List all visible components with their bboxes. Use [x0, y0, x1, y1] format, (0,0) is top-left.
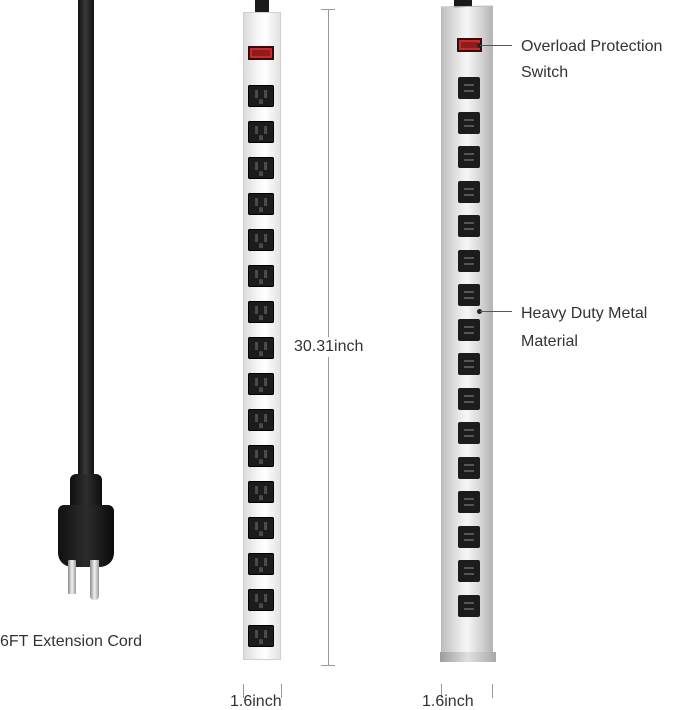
height-dim-tick-bottom	[321, 665, 335, 666]
outlet-front	[248, 373, 274, 395]
width-side-tick-left	[441, 684, 442, 698]
strip-side-cord-entry	[454, 0, 472, 10]
width-dimension-front-label: 1.6inch	[230, 693, 282, 710]
outlet-front	[248, 517, 274, 539]
outlet-front	[248, 337, 274, 359]
outlet-side	[458, 146, 480, 168]
plug-head	[58, 505, 114, 567]
outlet-side	[458, 249, 480, 272]
switch-callout-line2: Switch	[521, 64, 569, 81]
width-front-tick-right	[281, 684, 282, 698]
outlet-front	[248, 229, 274, 251]
plug-ground-prong	[90, 560, 99, 600]
power-strip-front	[243, 12, 281, 660]
switch-callout-dot	[477, 43, 482, 48]
height-dimension-label: 30.31inch	[294, 337, 364, 357]
outlet-side	[458, 594, 480, 617]
outlet-front	[248, 121, 274, 143]
outlet-side	[458, 77, 480, 99]
outlet-front	[248, 157, 274, 179]
outlet-side	[458, 215, 480, 237]
outlet-side	[458, 387, 480, 410]
outlet-side	[458, 456, 480, 479]
outlet-front	[248, 193, 274, 215]
outlet-front	[248, 301, 274, 323]
outlet-side	[458, 353, 480, 375]
material-callout-leader	[480, 311, 512, 312]
switch-callout-leader	[480, 45, 512, 46]
outlet-side	[458, 491, 480, 513]
outlet-front	[248, 481, 274, 503]
outlet-side	[458, 422, 480, 444]
outlet-side	[458, 525, 480, 548]
switch-callout-line1: Overload Protection	[521, 38, 663, 55]
outlet-front	[248, 85, 274, 107]
outlet-side	[458, 318, 480, 341]
outlet-front	[248, 553, 274, 575]
plug-prong-left	[68, 560, 76, 594]
outlet-side	[458, 284, 480, 306]
outlet-side	[458, 111, 480, 134]
mounting-bracket	[440, 652, 496, 662]
overload-switch-front	[248, 46, 274, 60]
outlet-side	[458, 180, 480, 203]
outlet-front	[248, 625, 274, 647]
material-callout-line2: Material	[521, 333, 578, 350]
power-cord	[78, 0, 94, 480]
outlet-front	[248, 265, 274, 287]
material-callout-dot	[477, 309, 482, 314]
width-side-tick-right	[492, 684, 493, 698]
width-front-tick-left	[243, 684, 244, 698]
outlet-front	[248, 445, 274, 467]
width-dimension-side-label: 1.6inch	[422, 693, 474, 710]
extension-cord-label: 6FT Extension Cord	[0, 633, 142, 650]
outlet-front	[248, 409, 274, 431]
material-callout-line1: Heavy Duty Metal	[521, 305, 648, 322]
outlet-side	[458, 560, 480, 582]
outlet-front	[248, 589, 274, 611]
strip-front-cord-entry	[255, 0, 269, 14]
